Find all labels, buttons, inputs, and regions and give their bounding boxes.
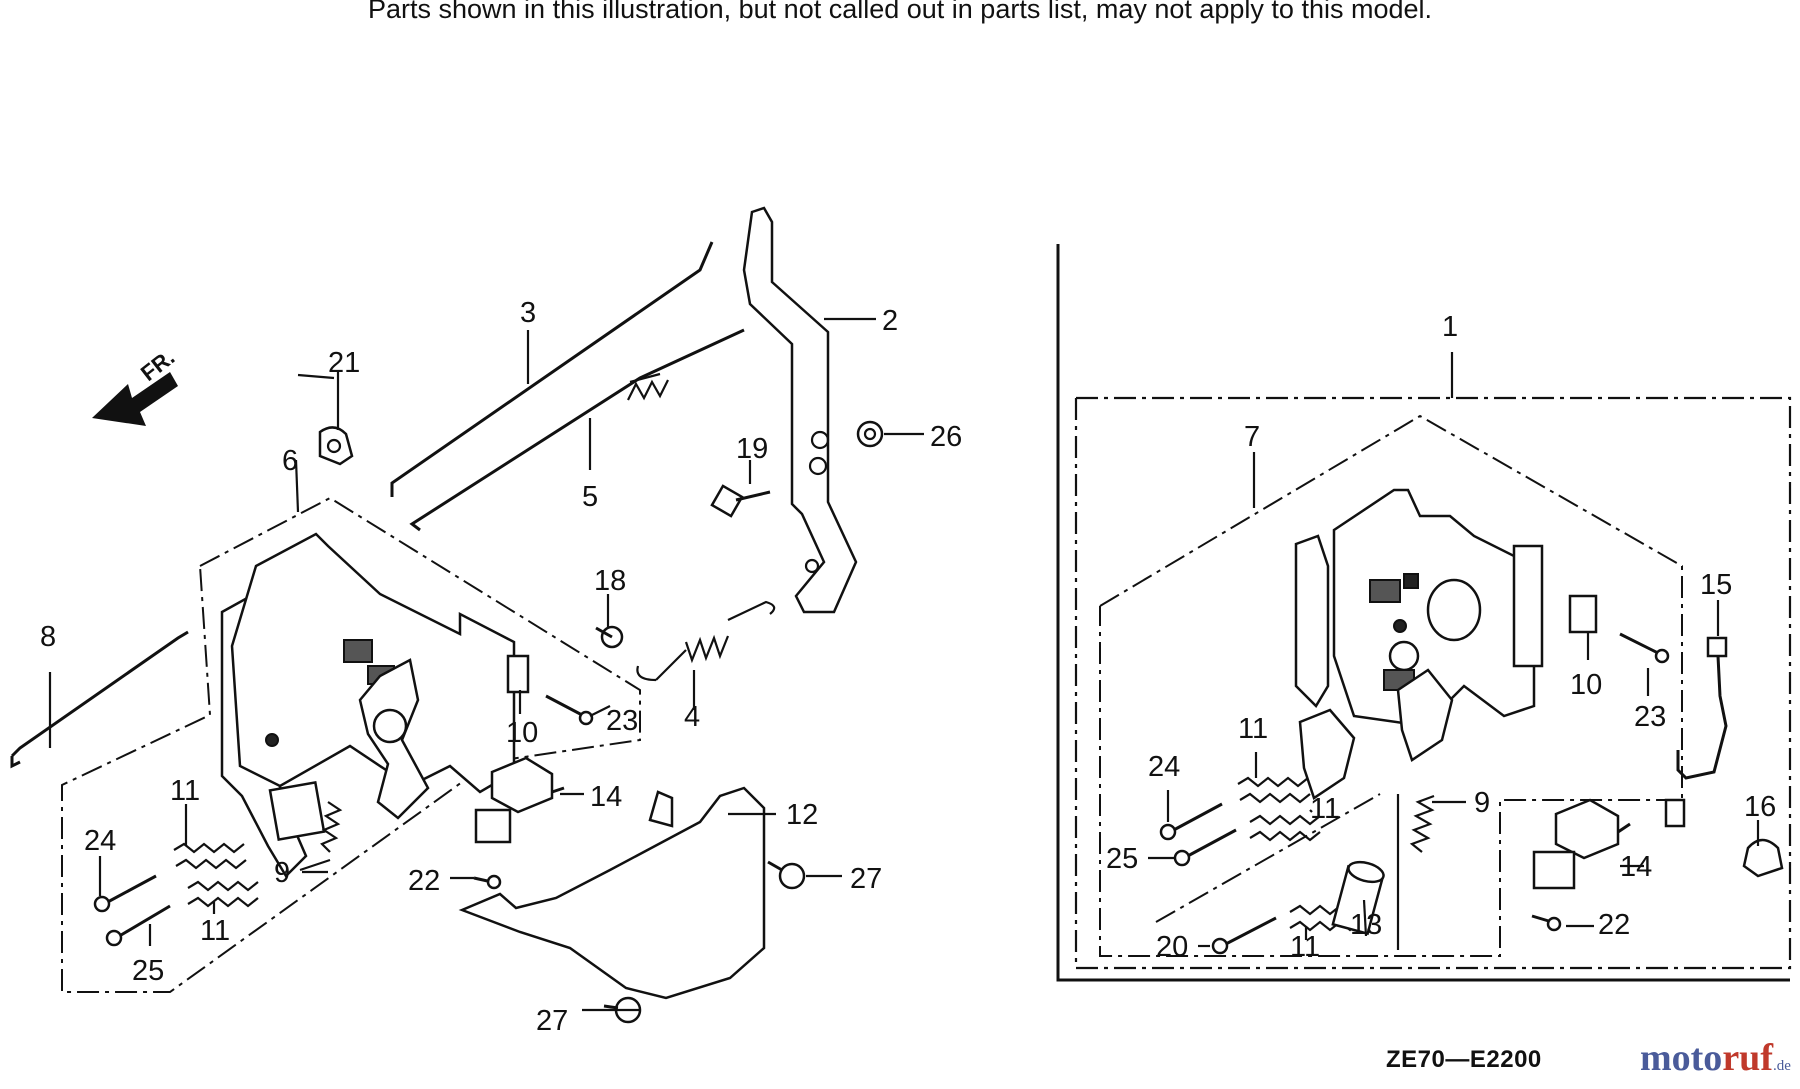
- callout-26: 26: [930, 421, 962, 453]
- control-bracket-7: [1294, 534, 1330, 709]
- rod-8: [10, 630, 189, 758]
- springs-11-left: [173, 842, 259, 908]
- spring-5: [627, 372, 669, 401]
- right-assembly-kit: [1056, 244, 1792, 982]
- switch-10-right: [1568, 594, 1598, 634]
- watermark-name-b: ruf: [1722, 1037, 1773, 1079]
- callout-23: 23: [606, 705, 638, 737]
- callout-27-b: 27: [536, 1005, 568, 1037]
- callout-7: 7: [1244, 421, 1260, 453]
- clamp-21: [318, 426, 354, 466]
- callout-25-right: 25: [1106, 843, 1138, 875]
- callout-19: 19: [736, 433, 768, 465]
- callout-12: 12: [786, 799, 818, 831]
- switch-10-left: [506, 654, 530, 694]
- callout-11-right-a: 11: [1238, 713, 1268, 745]
- diagram-code: ZE70—E2200: [1386, 1046, 1542, 1073]
- callout-24-right: 24: [1148, 751, 1180, 783]
- left-assembly: [10, 206, 924, 1024]
- bolt-19: [710, 484, 744, 518]
- switch-14-right: [1554, 798, 1620, 860]
- callout-3: 3: [520, 297, 536, 329]
- parts-notice: Parts shown in this illustration, but no…: [367, 0, 1433, 24]
- callout-11-b: 11: [200, 915, 230, 947]
- callout-10: 10: [506, 717, 538, 749]
- cover-12: [458, 786, 766, 1000]
- spring-4: [636, 600, 776, 682]
- screw-22-left: [486, 874, 502, 890]
- watermark-logo: motoruf.de: [1640, 1036, 1791, 1080]
- callout-25: 25: [132, 955, 164, 987]
- callout-13: 13: [1350, 909, 1382, 941]
- callout-27-a: 27: [850, 863, 882, 895]
- callout-labels: 2 3 4 5 6 8 9 10 11 11 12 14 18 19 21 22…: [40, 297, 1776, 1037]
- callout-2: 2: [882, 305, 898, 337]
- bolt-20: [1221, 916, 1277, 948]
- callout-14: 14: [590, 781, 622, 813]
- callout-11-right-b: 11: [1310, 793, 1340, 825]
- callout-1: 1: [1442, 311, 1458, 343]
- callout-14-right: 14: [1620, 851, 1652, 883]
- callout-22-right: 22: [1598, 909, 1630, 941]
- rod-5: [409, 328, 745, 532]
- spring-9-right: [1409, 794, 1435, 853]
- clamp-16: [1742, 838, 1784, 878]
- callout-16: 16: [1744, 791, 1776, 823]
- watermark-tld: .de: [1772, 1058, 1791, 1074]
- spring-9-left: [320, 801, 343, 853]
- callout-4: 4: [684, 701, 700, 733]
- front-direction-arrow: FR.: [92, 344, 179, 426]
- lever-2: [742, 206, 858, 614]
- bolt-24-left: [103, 874, 157, 906]
- wire-15: [1664, 636, 1728, 828]
- callout-11-a: 11: [170, 775, 200, 807]
- callout-18: 18: [594, 565, 626, 597]
- screw-22-right: [1546, 916, 1562, 932]
- callout-8: 8: [40, 621, 56, 653]
- bolt-25-left: [115, 904, 171, 940]
- rod-3: [390, 241, 714, 497]
- nut-26: [856, 420, 884, 448]
- callout-22: 22: [408, 865, 440, 897]
- callout-24: 24: [84, 825, 116, 857]
- bolt-24-right: [1169, 802, 1223, 834]
- callout-21: 21: [328, 347, 360, 379]
- callout-10-right: 10: [1570, 669, 1602, 701]
- callout-15: 15: [1700, 569, 1732, 601]
- callout-23-right: 23: [1634, 701, 1666, 733]
- bolt-25-right: [1183, 828, 1237, 860]
- callout-11-right-c: 11: [1290, 931, 1320, 963]
- callout-9: 9: [274, 857, 290, 889]
- switch-14-left: [490, 756, 554, 814]
- callout-9-right: 9: [1474, 787, 1490, 819]
- callout-6: 6: [282, 445, 298, 477]
- bolt-27-top: [778, 862, 806, 890]
- callout-20: 20: [1156, 931, 1188, 963]
- collar-13: [1331, 860, 1385, 936]
- watermark-name-a: moto: [1640, 1037, 1723, 1079]
- callout-5: 5: [582, 481, 598, 513]
